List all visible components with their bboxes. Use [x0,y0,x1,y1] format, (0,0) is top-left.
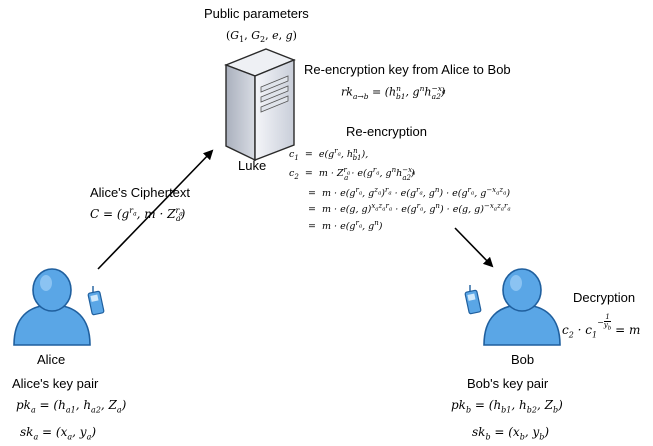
reencryption-line-2: c2 = m · Zraa · e(gra, gnh−xaa2) [289,166,416,182]
alice-pk: pka = (ha1, ha2, Za) [16,398,127,415]
decryption-title: Decryption [573,290,636,305]
public-parameters-title: Public parameters [204,6,309,21]
ciphertext-formula: C = (gra, m · Zraa) [90,206,186,224]
bob-pk: pkb = (hb1, hb2, Zb) [451,398,563,415]
alice-label: Alice [37,352,66,367]
bob-keypair-title: Bob's key pair [467,376,549,391]
reencryption-title: Re-encryption [346,124,427,139]
reencryption-line-3: = m · e(gra, gza)ra · e(gra, gn) · e(gra… [308,185,511,200]
arrow-luke-to-bob [454,227,494,268]
reencryption-line-5: = m · e(gra, gn) [308,219,383,233]
bob-sk: skb = (xb, yb) [472,425,550,442]
luke-label: Luke [238,158,267,173]
bob-label: Bob [511,352,535,367]
reencryption-line-1: c1 = e(gra, hnb1), [289,147,369,163]
reencryption-line-4: = m · e(g, g)xazara · e(gra, gn) · e(g, … [308,202,511,216]
alice-sk: ska = (xa, ya) [20,425,97,442]
ciphertext-title: Alice's Ciphertext [90,185,191,200]
alice-keypair-title: Alice's key pair [12,376,99,391]
arrow-alice-to-luke [97,149,214,270]
reencryption-key-formula: rka→b = (hnb1, gnh−xaa2) [341,84,446,101]
reencryption-key-title: Re-encryption key from Alice to Bob [304,62,511,77]
reencryption-lines: c1 = e(gra, hnb1), c2 = m · Zraa · e(gra… [289,145,511,234]
public-parameters-formula: (G1, G2, e, g) [226,29,297,45]
